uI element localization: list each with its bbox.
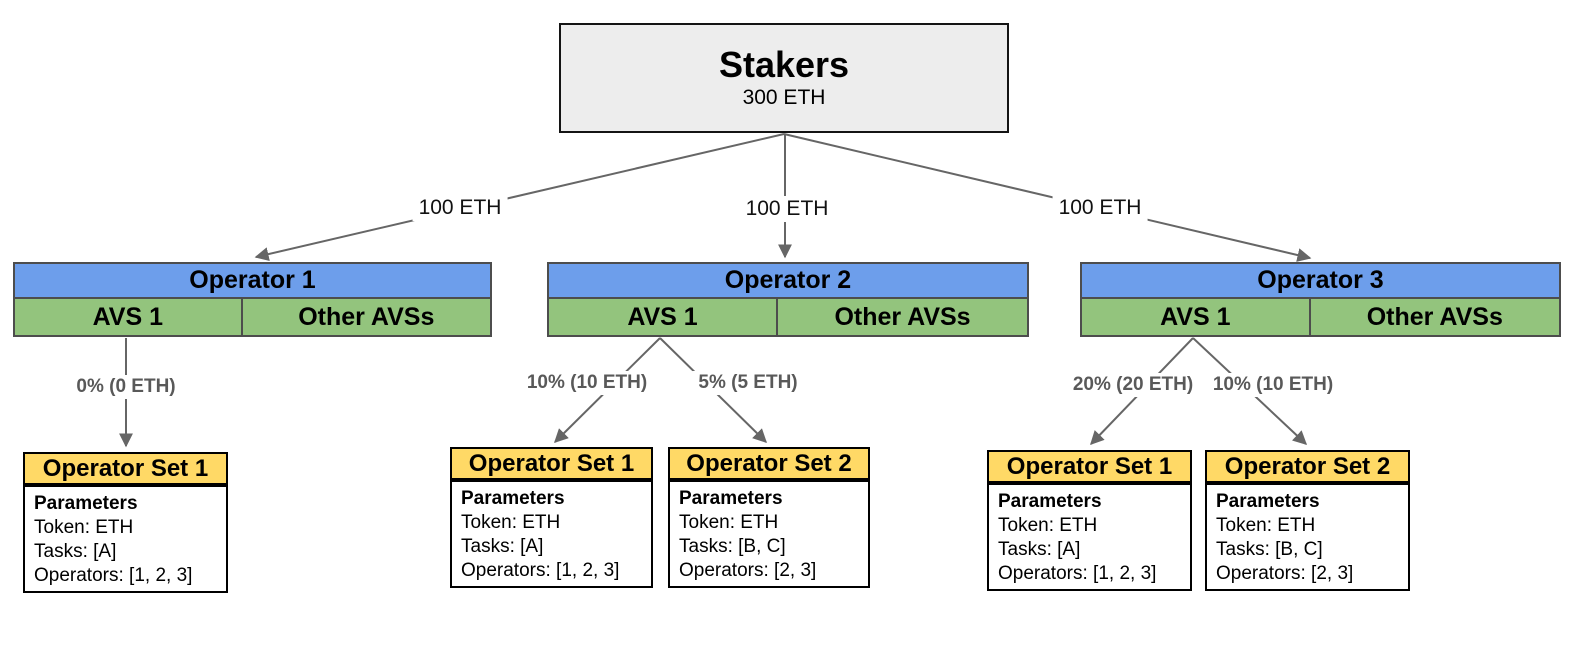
op3-operator-set-1-card: Operator Set 1 Parameters Token: ETH Tas… bbox=[987, 450, 1192, 591]
param-token: Token: ETH bbox=[461, 512, 561, 533]
stakers-title: Stakers bbox=[718, 44, 850, 85]
param-tasks: Tasks: [A] bbox=[34, 541, 117, 562]
operator-set-parameters: Parameters Token: ETH Tasks: [A] Operato… bbox=[987, 483, 1192, 591]
allocation-label-op3-set1: 20% (20 ETH) bbox=[1066, 373, 1200, 397]
operator-set-title: Operator Set 1 bbox=[23, 452, 228, 485]
parameters-heading: Parameters bbox=[461, 488, 565, 509]
operator-1-avs-row: AVS 1 Other AVSs bbox=[15, 299, 490, 335]
operator-1-header: Operator 1 bbox=[15, 264, 490, 299]
op1-operator-set-1-card: Operator Set 1 Parameters Token: ETH Tas… bbox=[23, 452, 228, 593]
param-token: Token: ETH bbox=[1216, 515, 1316, 536]
operator-1-node: Operator 1 AVS 1 Other AVSs bbox=[13, 262, 492, 337]
op3-operator-set-2-card: Operator Set 2 Parameters Token: ETH Tas… bbox=[1205, 450, 1410, 591]
stakers-node: Stakers 300 ETH bbox=[559, 23, 1009, 133]
parameters-heading: Parameters bbox=[1216, 491, 1320, 512]
op2-operator-set-1-card: Operator Set 1 Parameters Token: ETH Tas… bbox=[450, 447, 653, 588]
operator-2-avs1-cell: AVS 1 bbox=[549, 299, 779, 335]
operator-3-header: Operator 3 bbox=[1082, 264, 1559, 299]
operator-set-parameters: Parameters Token: ETH Tasks: [B, C] Oper… bbox=[668, 480, 870, 588]
allocation-label-op1-set1: 0% (0 ETH) bbox=[70, 375, 182, 399]
operator-3-avs-row: AVS 1 Other AVSs bbox=[1082, 299, 1559, 335]
operator-set-parameters: Parameters Token: ETH Tasks: [B, C] Oper… bbox=[1205, 483, 1410, 591]
stake-edge-label-1: 100 ETH bbox=[412, 195, 508, 221]
operator-set-title: Operator Set 1 bbox=[450, 447, 653, 480]
param-tasks: Tasks: [A] bbox=[998, 539, 1081, 560]
stakers-amount: 300 ETH bbox=[742, 86, 826, 109]
operator-2-node: Operator 2 AVS 1 Other AVSs bbox=[547, 262, 1029, 337]
operator-1-other-avs-cell: Other AVSs bbox=[298, 303, 435, 331]
parameters-heading: Parameters bbox=[34, 493, 138, 514]
operator-set-title: Operator Set 1 bbox=[987, 450, 1192, 483]
parameters-heading: Parameters bbox=[679, 488, 783, 509]
stake-edge-label-3: 100 ETH bbox=[1052, 195, 1148, 221]
operator-set-parameters: Parameters Token: ETH Tasks: [A] Operato… bbox=[450, 480, 653, 588]
param-tasks: Tasks: [B, C] bbox=[1216, 539, 1323, 560]
allocation-label-op3-set2: 10% (10 ETH) bbox=[1206, 373, 1340, 397]
allocation-label-op2-set1: 10% (10 ETH) bbox=[520, 371, 654, 395]
edge-stakers-operator1 bbox=[254, 133, 785, 261]
parameters-heading: Parameters bbox=[998, 491, 1102, 512]
operator-2-avs-row: AVS 1 Other AVSs bbox=[549, 299, 1027, 335]
operator-3-avs1-cell: AVS 1 bbox=[1082, 299, 1311, 335]
param-token: Token: ETH bbox=[34, 517, 134, 538]
param-operators: Operators: [1, 2, 3] bbox=[461, 560, 620, 581]
operator-2-other-avs-cell: Other AVSs bbox=[834, 303, 971, 331]
operator-set-title: Operator Set 2 bbox=[668, 447, 870, 480]
param-token: Token: ETH bbox=[998, 515, 1098, 536]
operator-set-title: Operator Set 2 bbox=[1205, 450, 1410, 483]
operator-set-parameters: Parameters Token: ETH Tasks: [A] Operato… bbox=[23, 485, 228, 593]
param-operators: Operators: [2, 3] bbox=[679, 560, 817, 581]
stake-edge-label-2: 100 ETH bbox=[739, 196, 835, 222]
edge-stakers-operator3 bbox=[783, 133, 1312, 262]
operator-3-other-avs-cell: Other AVSs bbox=[1366, 303, 1503, 331]
param-tasks: Tasks: [A] bbox=[461, 536, 544, 557]
operator-2-header: Operator 2 bbox=[549, 264, 1027, 299]
allocation-label-op2-set2: 5% (5 ETH) bbox=[692, 371, 804, 395]
param-operators: Operators: [1, 2, 3] bbox=[34, 565, 193, 586]
param-tasks: Tasks: [B, C] bbox=[679, 536, 786, 557]
op2-operator-set-2-card: Operator Set 2 Parameters Token: ETH Tas… bbox=[668, 447, 870, 588]
param-operators: Operators: [2, 3] bbox=[1216, 563, 1354, 584]
param-operators: Operators: [1, 2, 3] bbox=[998, 563, 1157, 584]
operator-1-avs1-cell: AVS 1 bbox=[15, 299, 243, 335]
operator-3-node: Operator 3 AVS 1 Other AVSs bbox=[1080, 262, 1561, 337]
param-token: Token: ETH bbox=[679, 512, 779, 533]
